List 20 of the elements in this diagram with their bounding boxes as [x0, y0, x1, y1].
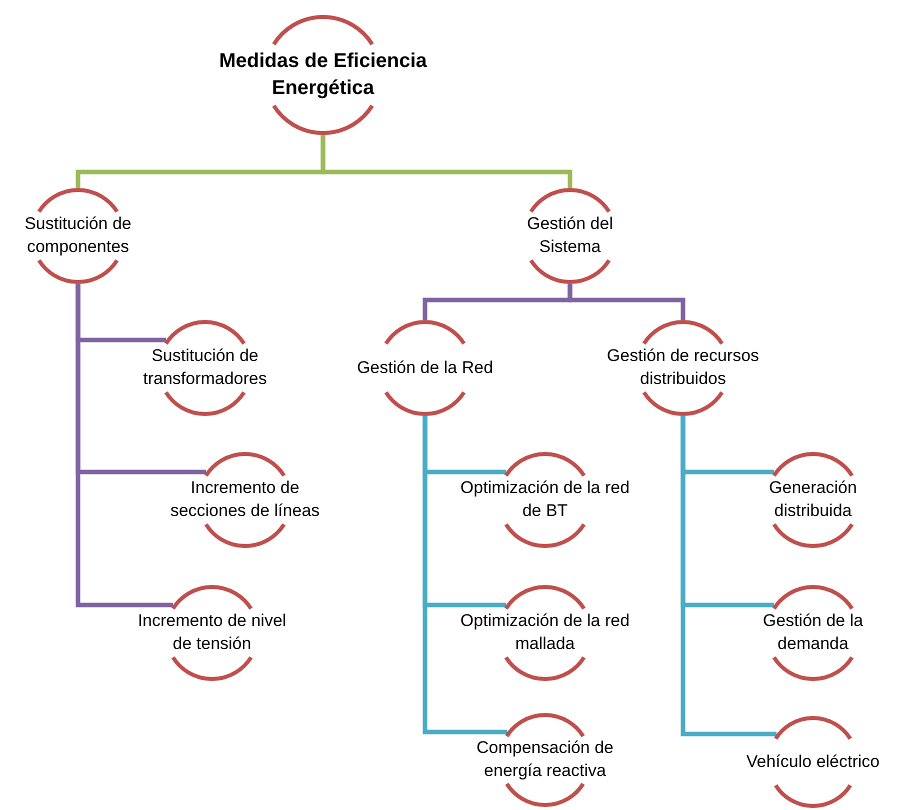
node-label: Optimización de la red mallada — [459, 610, 631, 655]
node-label: Incremento de nivel de tensión — [137, 610, 287, 655]
connector-line — [568, 284, 686, 320]
node-label: Incremento de secciones de líneas — [169, 477, 321, 522]
connector-line — [422, 416, 508, 734]
node-label: Sustitución de componentes — [24, 213, 132, 258]
connector-line — [680, 416, 776, 736]
node-label: Medidas de Eficiencia Energética — [218, 49, 428, 101]
node-label: Gestión de la demanda — [762, 610, 864, 655]
circle-node — [137, 585, 287, 681]
node-label: Compensación de energía reactiva — [475, 737, 615, 782]
node-label: Gestión de recursos distribuidos — [606, 345, 760, 390]
node-label: Vehículo eléctrico — [746, 750, 880, 773]
node-label: Optimización de la red de BT — [459, 477, 631, 522]
node-label: Sustitución de transformadores — [142, 345, 268, 390]
node-label: Generación distribuida — [768, 477, 858, 522]
node-label: Gestión del Sistema — [526, 213, 614, 258]
node-label: Gestión de la Red — [356, 356, 494, 379]
connector-line — [76, 284, 174, 608]
connector-line — [320, 135, 572, 188]
